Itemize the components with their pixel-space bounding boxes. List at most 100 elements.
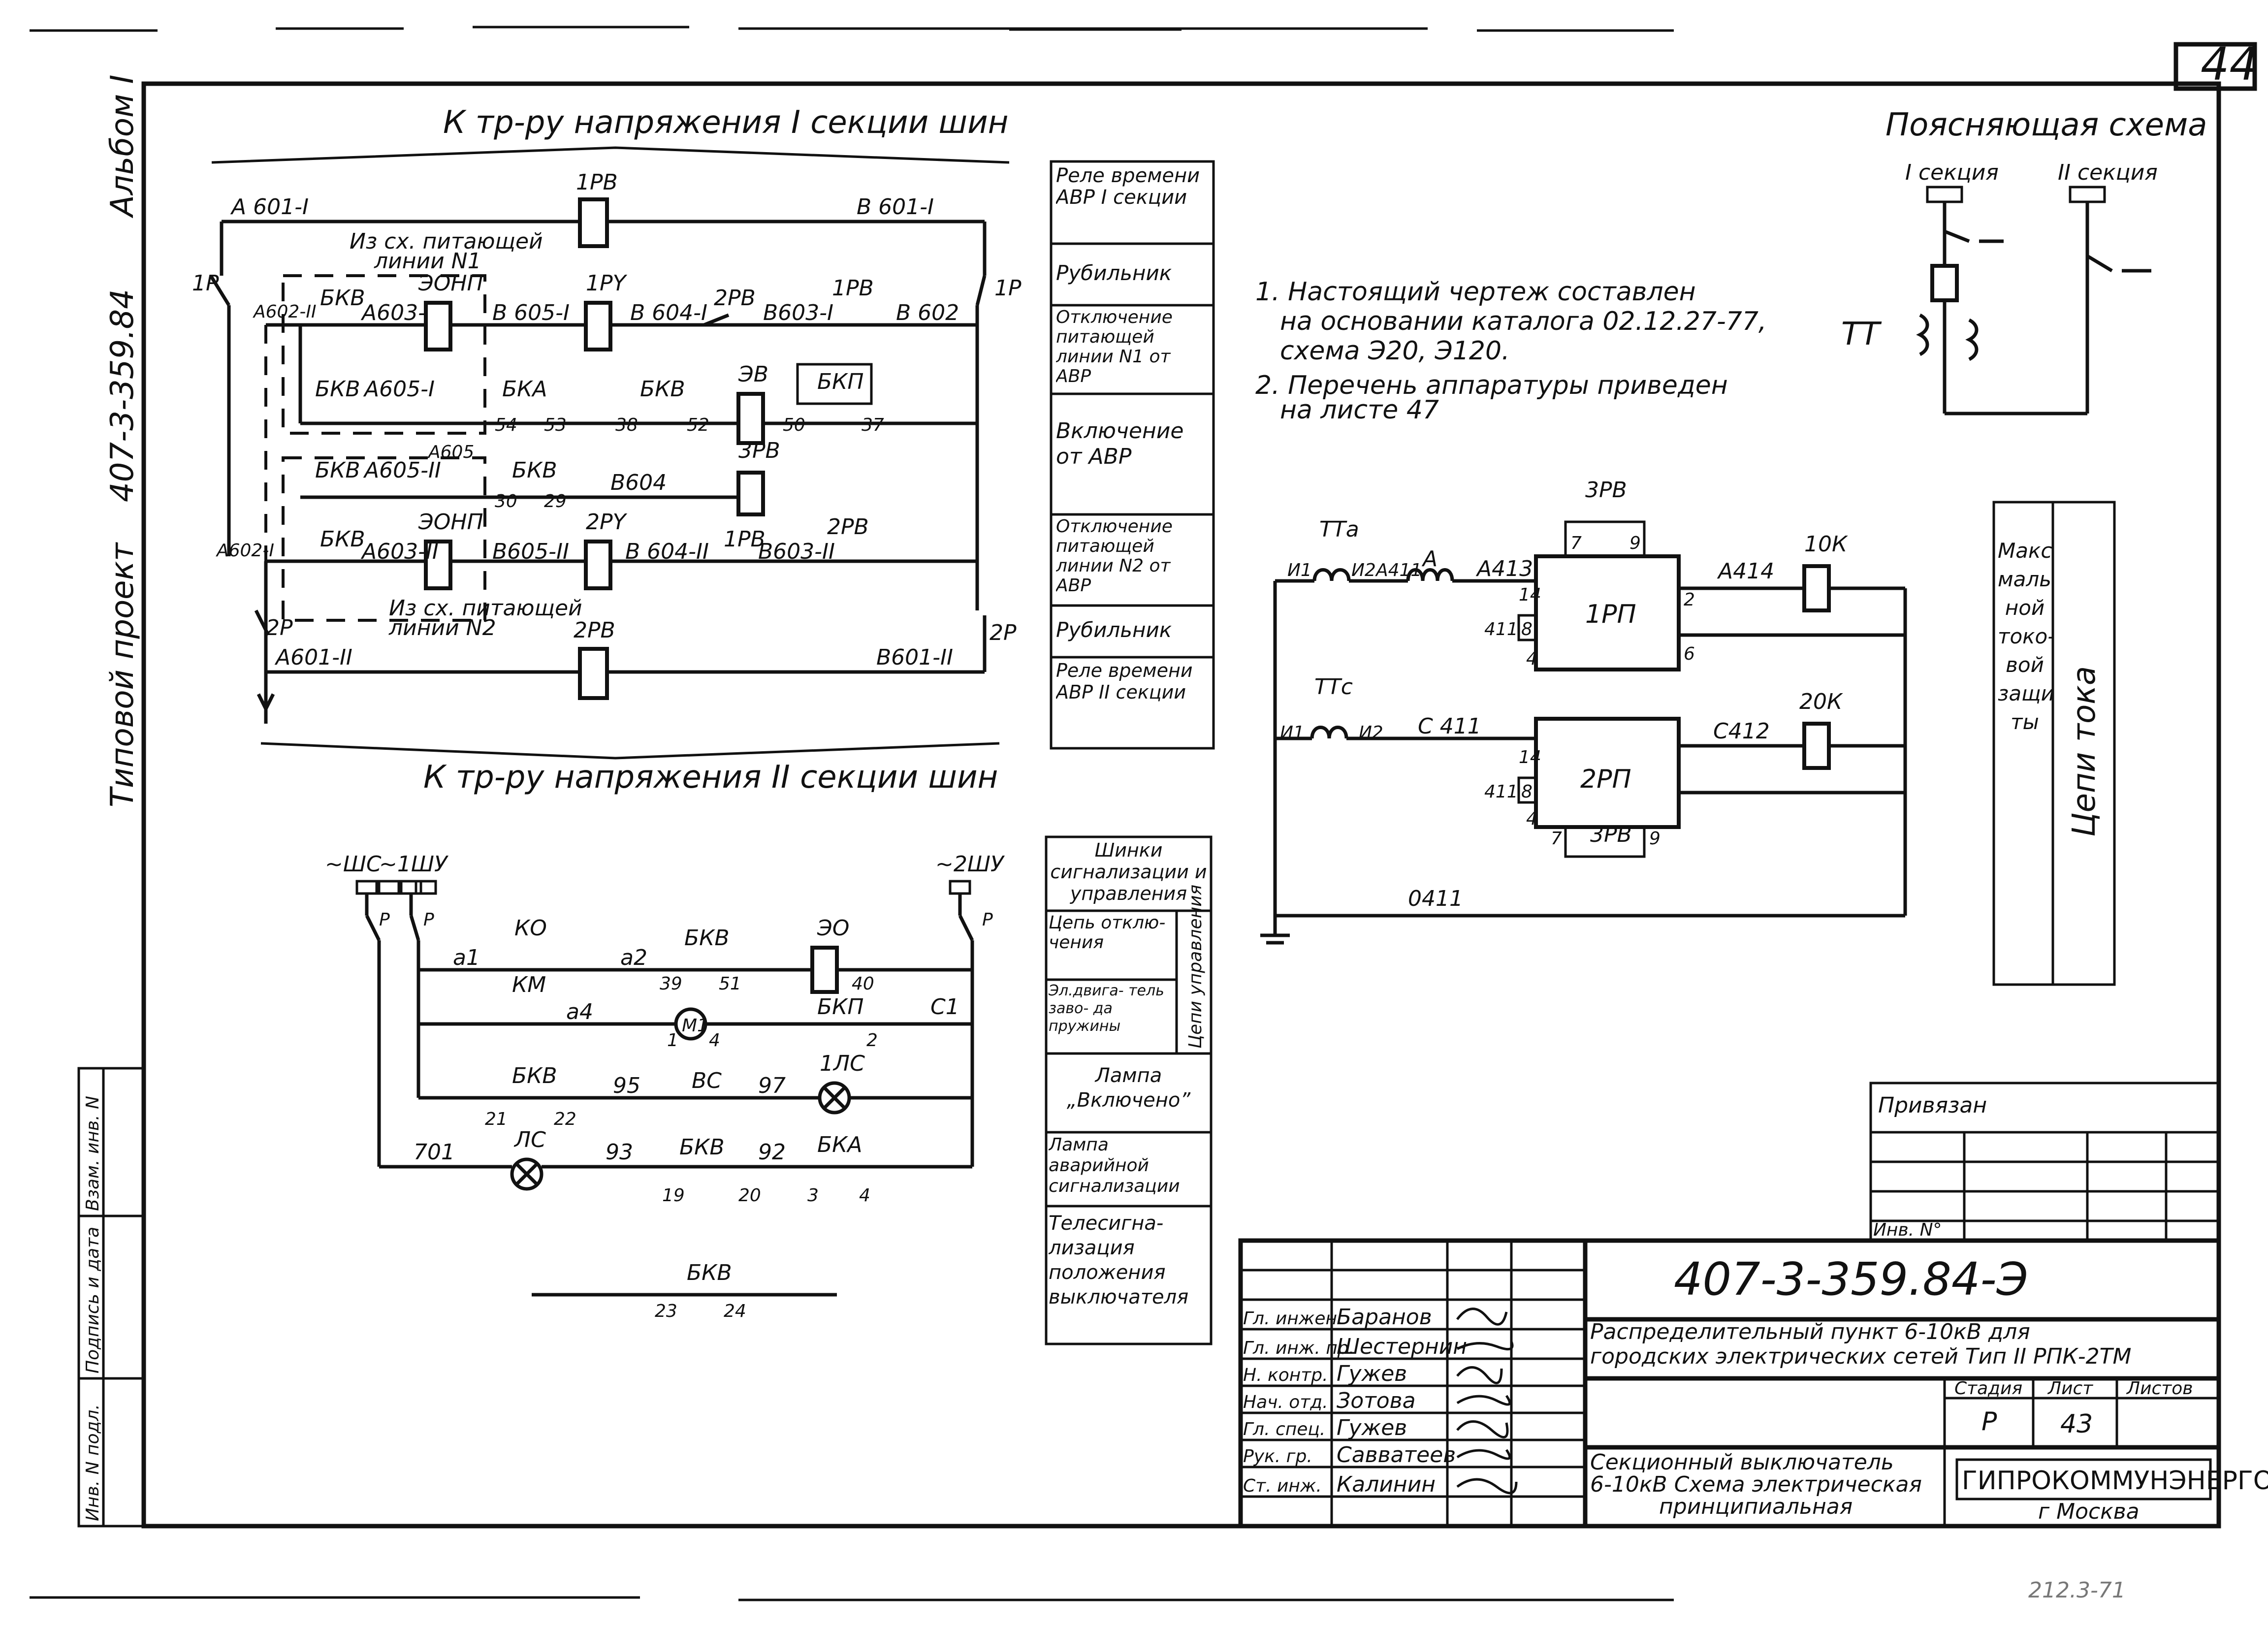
- label-n20: 20: [738, 1185, 761, 1206]
- label-i2a: И2: [1351, 560, 1376, 580]
- coil-10k: [1802, 564, 1831, 612]
- label-2ry: 2PY: [586, 510, 628, 535]
- label-shc: ~ШС: [325, 852, 382, 877]
- label-n14b: 14: [1519, 747, 1541, 767]
- coil-eo: [810, 946, 839, 994]
- explanatory-breaker: [1930, 264, 1959, 302]
- legend-top-item: Рубильник: [1056, 618, 1172, 642]
- label-3rv-b: 3PB: [1590, 822, 1632, 847]
- label-n4b: 4: [1526, 809, 1537, 829]
- label-n7b: 7: [1551, 829, 1562, 849]
- title-block: Привязан Инв. N° 407-3-359.84-Э Расп: [1238, 1082, 2268, 1529]
- legend-top-item: Реле времени АВР II секции: [1056, 660, 1193, 703]
- label-tta: ТТа: [1319, 517, 1359, 542]
- project-code: 407-3-359.84: [104, 289, 141, 502]
- label-n92: 92: [758, 1140, 786, 1165]
- label-n4: 4: [1526, 649, 1537, 669]
- label-eonp2: ЭОНП: [418, 510, 483, 535]
- label-m1: М1: [682, 1016, 708, 1036]
- staff-name: Савватеев: [1337, 1442, 1456, 1468]
- privyazan-label: Привязан: [1878, 1093, 1987, 1118]
- label-bkv2: БКВ: [315, 377, 360, 402]
- label-a602i: A602-I: [216, 541, 274, 561]
- label-n97: 97: [758, 1073, 786, 1098]
- label-bkv: БКВ: [320, 286, 365, 311]
- label-1shu: ~1ШУ: [379, 852, 449, 877]
- staff-role: Рук. гр.: [1243, 1446, 1312, 1467]
- note-line: 2. Перечень аппаратуры приведен: [1255, 371, 1728, 400]
- label-bkv3-c: БКВ: [679, 1135, 725, 1160]
- label-a603ii: A603-II: [360, 539, 439, 564]
- label-bkv5: БКВ: [512, 458, 557, 483]
- staff-name: Гужев: [1337, 1361, 1407, 1386]
- relay-3rv: [736, 471, 765, 516]
- signatures: [1456, 1308, 1518, 1495]
- label-n7: 7: [1570, 533, 1582, 553]
- label-n52: 52: [687, 415, 709, 435]
- staff-name: Гужев: [1337, 1415, 1407, 1440]
- label-b604: B 604-I: [630, 300, 707, 325]
- drawing-frame: [141, 81, 2221, 1529]
- col-stage: Стадия: [1954, 1378, 2022, 1399]
- label-n8: 8: [1521, 619, 1533, 639]
- label-n2-c: 2: [866, 1030, 878, 1051]
- coil-eonp: [424, 301, 452, 351]
- note-line: на основании каталога 02.12.27-77,: [1280, 307, 1766, 336]
- legend-top-item: Реле времени АВР I секции: [1056, 165, 1200, 209]
- label-2rv-bus: 2PB: [574, 618, 615, 643]
- label-b603ii: B603-II: [758, 539, 835, 564]
- motor-m1: [674, 1007, 707, 1041]
- relay-1rp: [1534, 554, 1681, 671]
- label-bkp: БКП: [817, 369, 864, 394]
- legend-top-item: Рубильник: [1056, 261, 1172, 285]
- label-a2: а2: [620, 945, 647, 970]
- legend-bottom-item: Лампа аварийной сигнализации: [1049, 1135, 1180, 1196]
- label-b602: B 602: [896, 300, 959, 325]
- drawing-title-3: принципиальная: [1659, 1494, 1853, 1519]
- col-sheet: Лист: [2047, 1378, 2093, 1399]
- label-b601ii: B601-II: [876, 645, 953, 670]
- legend-top-item: Включение от АВР: [1056, 418, 1184, 469]
- relay-2ry: [584, 540, 612, 590]
- ref-line2: Из сх. питающей: [389, 596, 582, 621]
- page-number: 44: [2201, 38, 2258, 91]
- relay-1ry: [584, 301, 612, 351]
- label-a603: A603-I: [360, 300, 432, 325]
- label-bka: БКА: [502, 377, 547, 402]
- section-2-label: II секция: [2058, 160, 2158, 185]
- control-circuits-label: Цепи управления: [1185, 885, 1206, 1049]
- protection-label: Макси- маль- ной токо- вой защи- ты: [1998, 539, 2052, 734]
- label-a605ii: A605-II: [363, 458, 441, 483]
- label-a: A: [1421, 546, 1437, 572]
- staff-role: Гл. инж. пр.: [1243, 1338, 1354, 1358]
- label-1rv: 1PB: [576, 170, 618, 195]
- notes: 1. Настоящий чертеж составлен на основан…: [1255, 277, 1766, 425]
- label-b603: B603-I: [763, 300, 833, 325]
- coil-ev: [736, 392, 765, 445]
- coil-20k: [1802, 722, 1831, 770]
- label-b605ii: B605-II: [492, 539, 569, 564]
- staff-role: Ст. инж.: [1243, 1476, 1322, 1496]
- label-n4-m: 4: [709, 1030, 720, 1051]
- label-2rp: 2РП: [1580, 765, 1631, 794]
- legend-bottom-item: Телесигна- лизация положения выключателя: [1049, 1212, 1189, 1309]
- label-n9b: 9: [1649, 829, 1661, 849]
- label-n23: 23: [655, 1301, 677, 1321]
- label-n3: 3: [807, 1185, 819, 1206]
- label-2rv: 2PB: [714, 286, 756, 311]
- label-c412: C412: [1713, 719, 1770, 744]
- staff-role: Гл. спец.: [1243, 1419, 1325, 1439]
- legend-top-item: Отключение питающей линии N1 от АВР: [1056, 308, 1173, 386]
- legend-bottom: Шинки сигнализации и управления Цепь отк…: [1045, 835, 1213, 1345]
- avr-top-title: К тр-ру напряжения I секции шин: [443, 104, 1009, 141]
- label-n22: 22: [554, 1109, 576, 1129]
- switchgear-boundary: [282, 274, 486, 435]
- avr-bottom-title: К тр-ру напряжения II секции шин: [423, 759, 998, 796]
- label-bkv3: БКВ: [640, 377, 685, 402]
- label-3rv-a: 3PB: [1585, 478, 1627, 503]
- staff-name: Баранов: [1337, 1305, 1432, 1330]
- label-n37: 37: [862, 415, 884, 435]
- control-schematic: ~ШС ~1ШУ ~2ШУ P P P КО а1 а2 БКВ 39 51 Э…: [325, 852, 1005, 1321]
- label-n21: 21: [485, 1109, 508, 1129]
